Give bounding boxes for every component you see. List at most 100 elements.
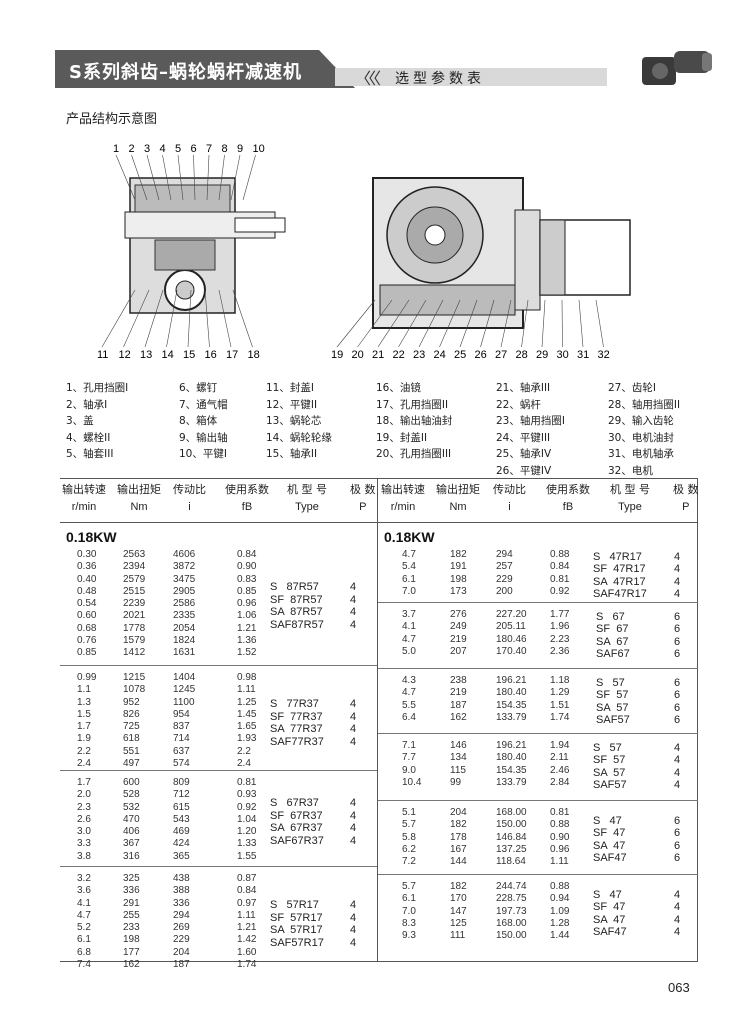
- speed-cell: 3.2: [77, 873, 91, 884]
- ratio-cell: 205.11: [496, 621, 526, 633]
- part-item: 4、螺栓II: [66, 431, 111, 444]
- service-factor-cell: 0.98: [237, 672, 257, 683]
- callout-number: 21: [372, 349, 384, 361]
- ratio-cell: 137.25: [496, 843, 527, 855]
- torque-cell: 125: [450, 917, 467, 929]
- ratio-cell: 229: [496, 573, 513, 585]
- pole-count: 4: [350, 606, 357, 619]
- speed-cell: 6.2: [402, 843, 416, 855]
- column-header-cn: 极 数: [350, 483, 376, 496]
- part-item: 17、孔用挡圈II: [376, 398, 449, 411]
- service-factor-cell: 1.25: [237, 696, 257, 708]
- page-title: S系列斜齿–蜗轮蜗杆减速机: [69, 62, 302, 83]
- speed-cell: 6.1: [402, 573, 416, 585]
- pole-count: 4: [674, 901, 681, 914]
- ratio-cell: 1100: [173, 696, 195, 708]
- callout-number: 26: [475, 349, 487, 361]
- torque-cell: 497: [123, 758, 140, 770]
- torque-cell: 1078: [123, 684, 146, 696]
- service-factor-cell: 1.18: [550, 675, 570, 686]
- speed-cell: 0.99: [77, 672, 97, 683]
- speed-cell: 0.36: [77, 561, 97, 573]
- column-header-unit: fB: [562, 501, 574, 513]
- column-header-cn: 传动比: [173, 483, 206, 496]
- callout-number: 25: [454, 349, 466, 361]
- speed-cell: 7.4: [77, 959, 91, 971]
- torque-cell: 177: [123, 946, 140, 958]
- column-header-unit: i: [508, 501, 511, 513]
- ratio-cell: 257: [496, 561, 513, 573]
- column-header-unit: Nm: [449, 501, 467, 513]
- model-type: S 57R17: [270, 899, 319, 912]
- ratio-cell: 133.79: [496, 776, 527, 788]
- pole-count: 4: [350, 593, 357, 606]
- torque-cell: 173: [450, 585, 467, 597]
- ratio-cell: 204: [173, 946, 190, 958]
- pole-count: 4: [674, 741, 681, 754]
- model-type: SF 47: [593, 901, 626, 914]
- service-factor-cell: 0.92: [237, 801, 257, 813]
- torque-cell: 219: [450, 633, 467, 645]
- speed-cell: 3.6: [77, 885, 91, 897]
- chevrons-icon: 〈〈〈: [355, 71, 381, 88]
- torque-cell: 187: [450, 699, 467, 711]
- callout-number: 18: [248, 349, 260, 361]
- model-type: SF 87R57: [270, 593, 323, 606]
- ratio-cell: 438: [173, 873, 190, 884]
- service-factor-cell: 1.94: [550, 740, 570, 751]
- torque-cell: 255: [123, 909, 140, 921]
- ratio-cell: 197.73: [496, 905, 527, 917]
- service-factor-cell: 1.36: [237, 635, 257, 647]
- callout-number: 3: [144, 143, 150, 155]
- service-factor-cell: 0.81: [550, 573, 570, 585]
- torque-cell: 336: [123, 885, 140, 897]
- speed-cell: 9.3: [402, 930, 416, 942]
- ratio-cell: 2054: [173, 622, 196, 634]
- part-item: 30、电机油封: [608, 431, 674, 444]
- service-factor-cell: 1.77: [550, 609, 570, 620]
- torque-cell: 167: [450, 843, 467, 855]
- model-type: SA 77R37: [270, 723, 323, 736]
- torque-cell: 725: [123, 721, 140, 733]
- ratio-cell: 133.79: [496, 711, 527, 723]
- power-label: 0.18KW: [384, 529, 435, 545]
- pole-count: 6: [674, 714, 681, 727]
- torque-cell: 291: [123, 897, 140, 909]
- model-type: SA 67R37: [270, 822, 323, 835]
- page-number: 063: [668, 980, 690, 995]
- model-type: SF 57: [593, 689, 629, 702]
- callout-number: 31: [577, 349, 589, 361]
- callout-number: 22: [393, 349, 405, 361]
- ratio-cell: 388: [173, 885, 190, 897]
- speed-cell: 4.7: [77, 909, 91, 921]
- model-type: SF 77R37: [270, 710, 323, 723]
- service-factor-cell: 0.88: [550, 881, 570, 892]
- service-factor-cell: 0.83: [237, 573, 257, 585]
- speed-cell: 9.0: [402, 764, 416, 776]
- service-factor-cell: 1.06: [237, 610, 257, 622]
- ratio-cell: 637: [173, 745, 190, 757]
- model-type: S 87R57: [270, 581, 319, 594]
- speed-cell: 0.68: [77, 622, 97, 634]
